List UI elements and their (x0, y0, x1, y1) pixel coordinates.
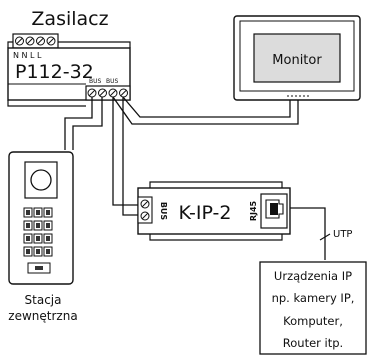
module-name: K-IP-2 (179, 202, 232, 224)
devices-line-1: Urządzenia IP (274, 269, 352, 283)
power-supply-bus-label-1: BUS (89, 78, 102, 85)
camera-lens (30, 169, 52, 191)
power-supply-bus-label-2: BUS (106, 78, 119, 85)
devices-line-4: Router itp. (283, 336, 343, 350)
devices-line-2: np. kamery IP, (272, 291, 355, 305)
station-label-line1: Stacja (25, 293, 62, 307)
monitor-label: Monitor (272, 53, 322, 68)
power-supply-unit: N N L L P112-32 BUS BUS (7, 33, 131, 107)
monitor-unit: Monitor (233, 15, 361, 101)
wire-psu-monitor-a (112, 96, 299, 125)
station-name-plate-mark (35, 266, 43, 270)
bus-wiring (64, 96, 331, 260)
power-supply-model: P112-32 (15, 61, 94, 83)
kip2-module: BUS K-IP-2 RJ45 (137, 181, 291, 241)
wire-psu-station-a (64, 97, 93, 150)
top-screw-terminals (15, 36, 56, 46)
power-supply-terminal-labels: N N L L (13, 51, 42, 60)
utp-label: UTP (333, 229, 352, 240)
station-label-line2: zewnętrzna (8, 309, 77, 323)
wire-utp (285, 207, 326, 260)
power-supply-title: Zasilacz (31, 8, 108, 30)
module-bus-terminals (140, 199, 150, 221)
keypad-key-glyphs (26, 210, 50, 254)
wire-psu-monitor-b (122, 96, 291, 118)
monitor-screen (253, 33, 341, 83)
wire-psu-module-b (122, 97, 140, 216)
devices-line-3: Komputer, (283, 314, 343, 328)
outdoor-station (8, 151, 74, 285)
wire-psu-module-a (112, 97, 140, 206)
module-bus-label: BUS (159, 202, 168, 221)
module-port-label: RJ45 (249, 200, 258, 221)
ip-devices-box: Urządzenia IP np. kamery IP, Komputer, R… (259, 261, 367, 355)
monitor-indicator-dots (287, 95, 309, 97)
utp-tick-mark (319, 233, 331, 241)
wire-psu-station-b (72, 97, 103, 150)
